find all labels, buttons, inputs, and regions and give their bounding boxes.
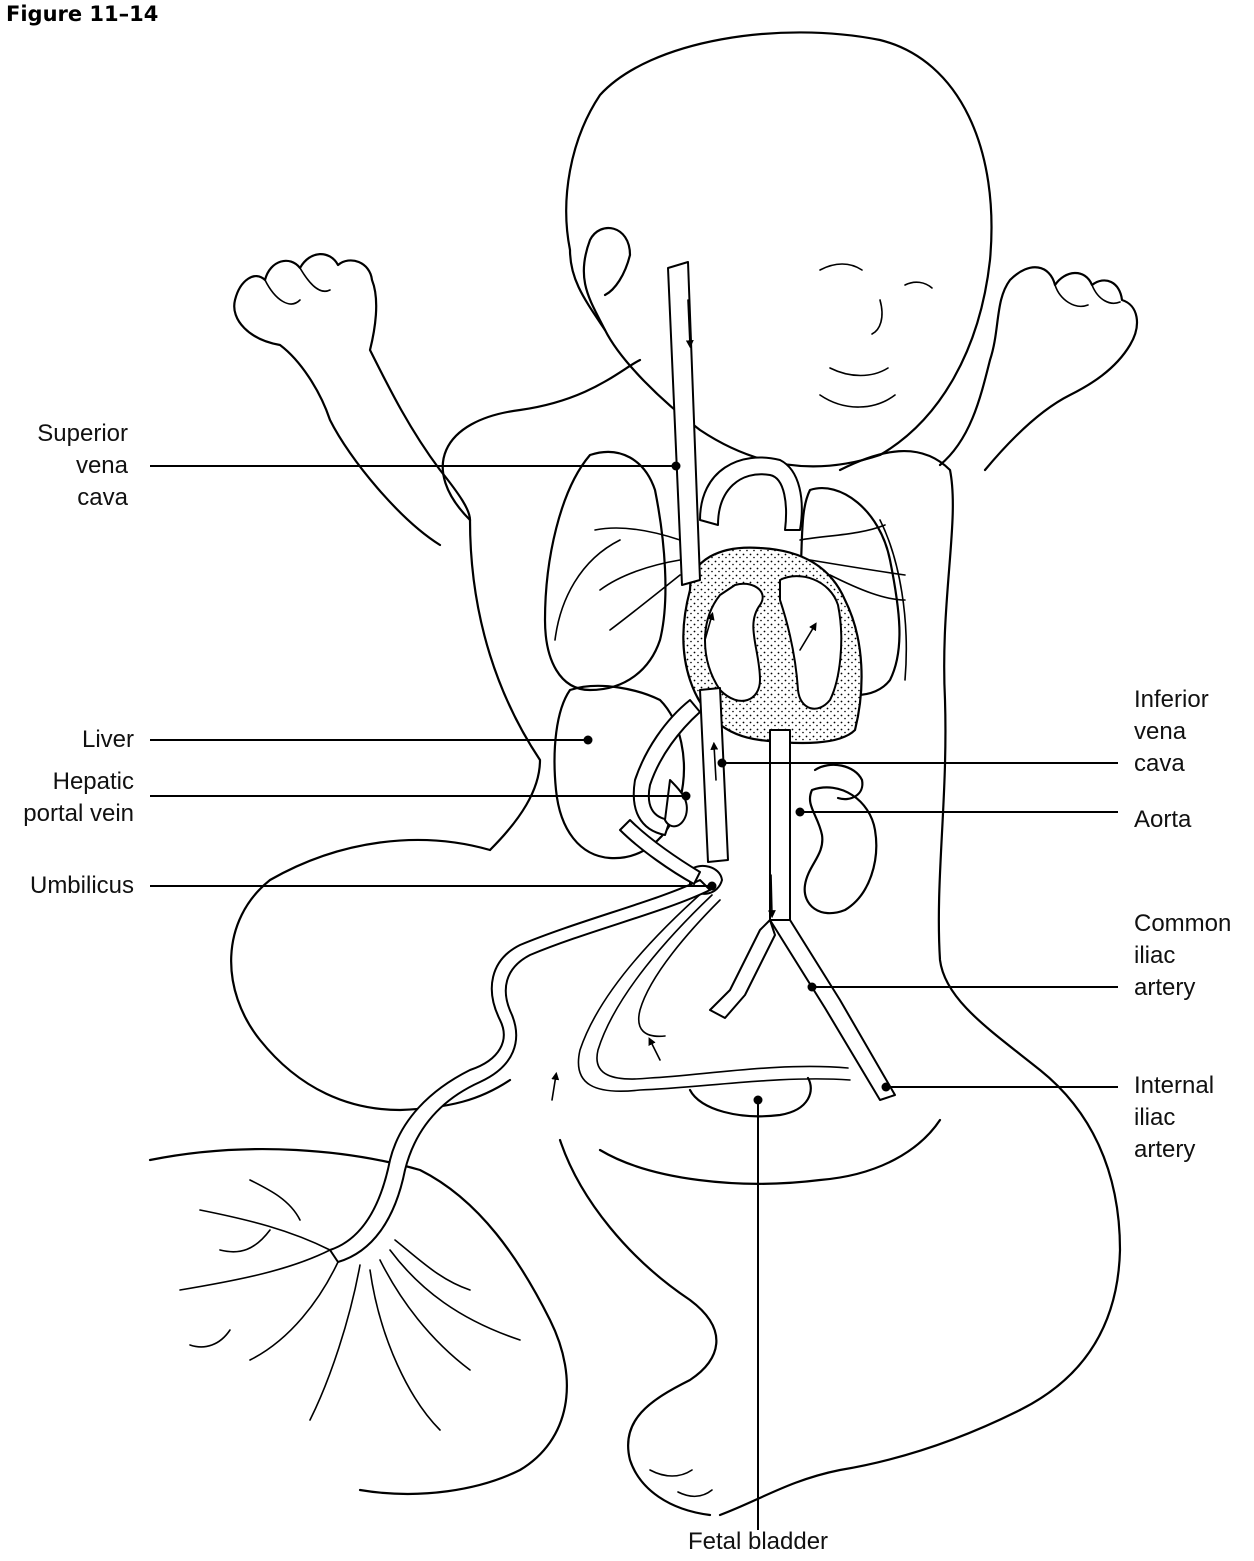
label-inferior-vena-cava: Inferior vena cava — [1134, 684, 1209, 780]
leader-lines — [150, 462, 1118, 1531]
placenta — [150, 1149, 567, 1494]
label-umbilicus: Umbilicus — [30, 870, 134, 902]
kidney — [805, 765, 877, 913]
label-hepatic-portal-vein: Hepatic portal vein — [23, 766, 134, 830]
legs — [231, 840, 1020, 1515]
label-aorta: Aorta — [1134, 804, 1191, 836]
left-arm — [234, 254, 470, 545]
fetus-head — [566, 32, 991, 466]
vessels — [180, 262, 905, 1430]
label-liver: Liver — [82, 724, 134, 756]
label-superior-vena-cava: Superior vena cava — [37, 418, 128, 514]
right-arm — [940, 267, 1137, 470]
label-internal-iliac-artery: Internal iliac artery — [1134, 1070, 1214, 1166]
label-fetal-bladder: Fetal bladder — [658, 1526, 858, 1558]
label-common-iliac-artery: Common iliac artery — [1134, 908, 1231, 1004]
